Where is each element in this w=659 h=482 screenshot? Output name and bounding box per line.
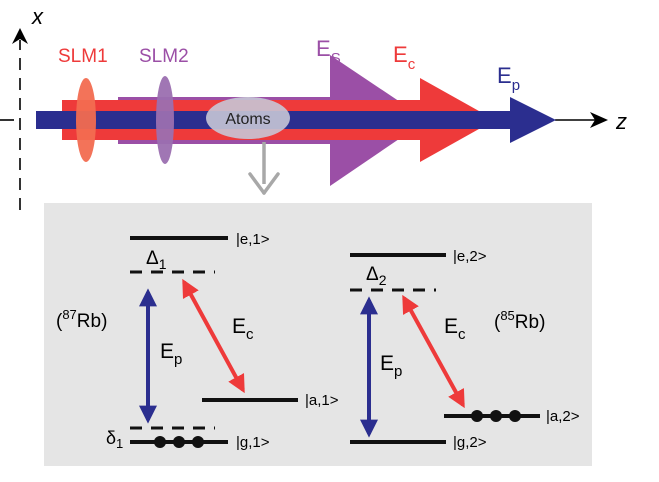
right-level-a-label: |a,2> — [546, 408, 580, 425]
left-two-photon-detuning-label: δ1 — [106, 428, 123, 451]
x-axis — [12, 28, 28, 210]
atoms-ensemble — [206, 97, 290, 139]
left-probe-label: Ep — [160, 340, 182, 368]
left-control-label: Ec — [232, 315, 254, 343]
right-a-atom — [509, 410, 521, 422]
x-axis-arrowhead — [12, 28, 28, 44]
x-axis-label: x — [31, 4, 44, 29]
right-detuning-label: Δ2 — [366, 264, 387, 288]
z-axis — [0, 112, 608, 128]
right-level-scheme — [350, 253, 540, 444]
right-level-e-label: |e,2> — [453, 248, 487, 265]
right-a-atom — [471, 410, 483, 422]
level-scheme-panel — [44, 203, 592, 466]
slm1-element — [76, 78, 96, 162]
right-control-label: Ec — [444, 315, 466, 343]
control-beam-label: Ec — [393, 42, 416, 73]
left-ground-atom — [154, 436, 166, 448]
slm2-label: SLM2 — [139, 46, 189, 67]
left-level-e-label: |e,1> — [236, 231, 270, 248]
probe-beam-label: Ep — [497, 63, 520, 94]
right-isotope-label: (85Rb) — [494, 308, 545, 333]
left-level-scheme — [130, 236, 298, 448]
left-detuning-label: Δ1 — [146, 248, 167, 272]
zoom-arrow — [248, 142, 280, 195]
right-level-g-label: |g,2> — [453, 434, 487, 451]
right-a-atom — [490, 410, 502, 422]
signal-beam-label: ES — [316, 36, 341, 67]
left-level-g-label: |g,1> — [236, 434, 270, 451]
atoms-label: Atoms — [225, 111, 270, 128]
z-axis-arrowhead — [590, 112, 608, 128]
right-probe-label: Ep — [380, 352, 402, 380]
slm2-element — [156, 76, 174, 164]
left-ground-atom — [192, 436, 204, 448]
left-level-a-label: |a,1> — [305, 392, 339, 409]
right-control-arrow — [402, 294, 465, 409]
left-isotope-label: (87Rb) — [56, 307, 107, 332]
slm1-label: SLM1 — [58, 46, 108, 67]
left-control-arrow — [182, 278, 245, 394]
z-axis-label: z — [615, 109, 627, 134]
left-ground-atom — [173, 436, 185, 448]
probe-beam — [36, 97, 556, 143]
